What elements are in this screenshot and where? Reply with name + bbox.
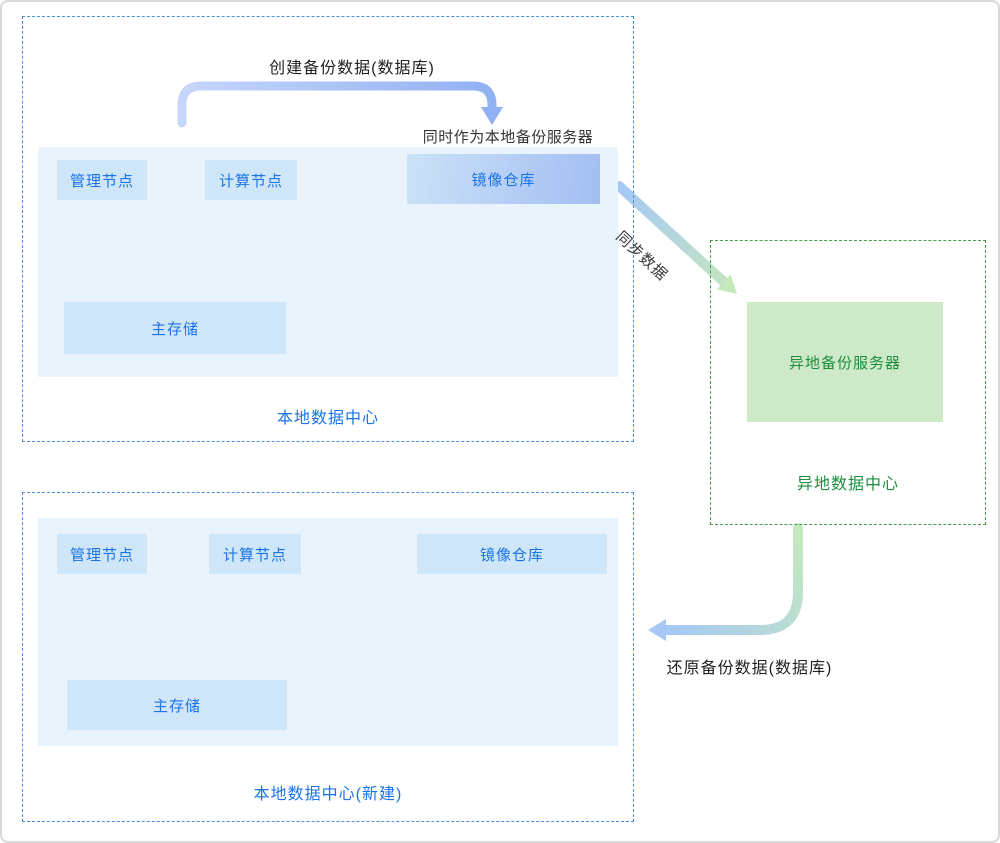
restore-arrow [648,523,803,641]
compute-node-new: 计算节点 [209,534,301,574]
main-storage-node: 主存储 [64,302,286,354]
remote-dc-title: 异地数据中心 [796,476,899,493]
local-dc-box [22,16,634,442]
mirror-repo-node: 镜像仓库 [407,154,600,204]
create-backup-label: 创建备份数据(数据库) [269,60,435,77]
local-dc-title: 本地数据中心 [276,410,379,427]
restore-backup-label: 还原备份数据(数据库) [666,660,833,677]
mirror-repo-note: 同时作为本地备份服务器 [422,129,594,146]
local-dc-new-title: 本地数据中心(新建) [253,786,403,803]
local-dc-new-box [22,492,634,822]
remote-backup-server-node: 异地备份服务器 [747,302,943,422]
mirror-repo-node-new: 镜像仓库 [417,534,607,574]
main-storage-node-new: 主存储 [67,680,287,730]
mgmt-node-new: 管理节点 [57,534,147,574]
mgmt-node: 管理节点 [57,160,147,200]
restore-arrowhead-icon [648,619,666,641]
compute-node: 计算节点 [205,160,297,200]
remote-dc-box [710,240,986,525]
